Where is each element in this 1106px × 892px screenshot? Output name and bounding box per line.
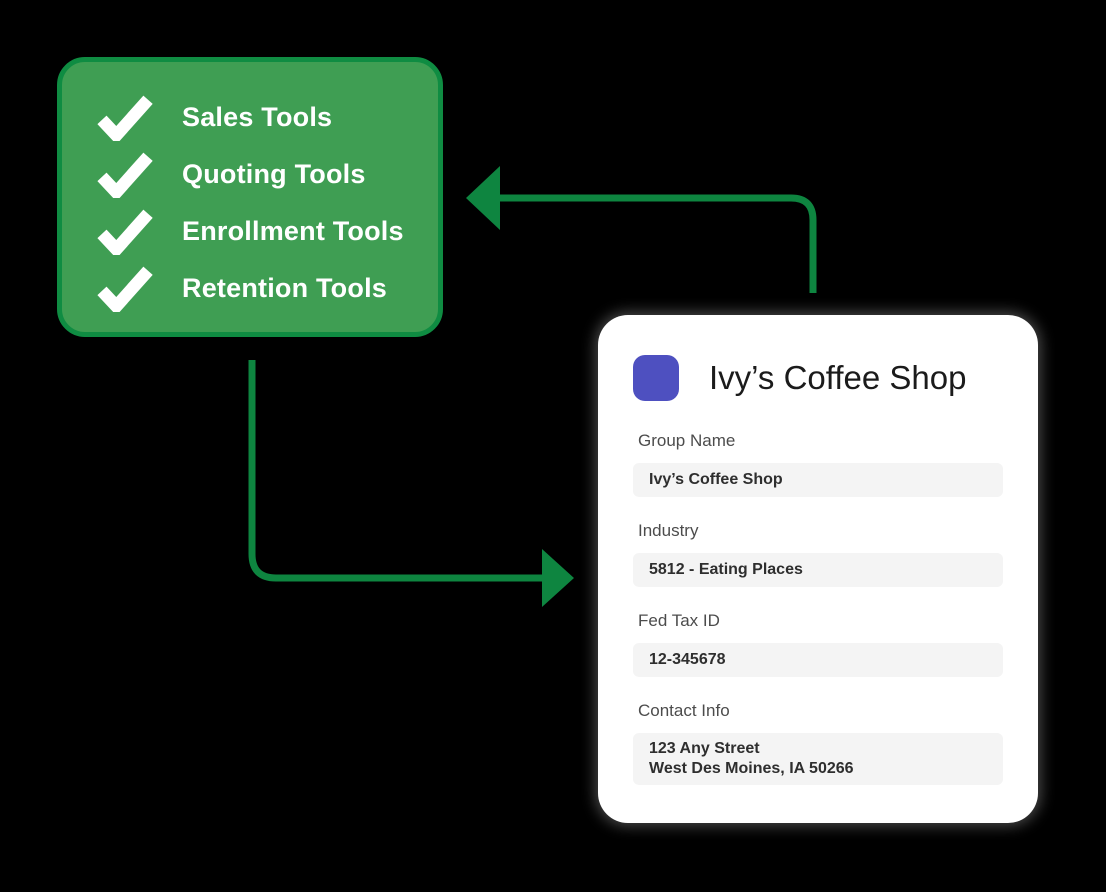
field-value-line: 123 Any Street: [649, 740, 760, 757]
fed-tax-id-field[interactable]: 12-345678: [633, 643, 1003, 677]
group-info-card: Ivy’s Coffee Shop Group Name Ivy’s Coffe…: [598, 315, 1038, 823]
field-label: Group Name: [638, 431, 736, 450]
checkmark-icon: [95, 150, 155, 198]
contact-info-field[interactable]: 123 Any Street West Des Moines, IA 50266: [633, 733, 1003, 785]
field-value-line: West Des Moines, IA 50266: [649, 760, 854, 777]
checklist-item-label: Quoting Tools: [182, 158, 366, 189]
checklist-item-retention: Retention Tools: [95, 264, 418, 312]
field-value: 5812 - Eating Places: [649, 561, 803, 578]
checklist-item-label: Enrollment Tools: [182, 215, 404, 246]
checkmark-icon: [95, 93, 155, 141]
checklist-item-quoting: Quoting Tools: [95, 150, 418, 198]
field-group-group-name: Group Name Ivy’s Coffee Shop: [633, 431, 1003, 497]
field-group-contact-info: Contact Info 123 Any Street West Des Moi…: [633, 701, 1003, 785]
checkmark-icon: [95, 264, 155, 312]
checkmark-icon: [95, 207, 155, 255]
group-name-field[interactable]: Ivy’s Coffee Shop: [633, 463, 1003, 497]
field-group-industry: Industry 5812 - Eating Places: [633, 521, 1003, 587]
company-logo-icon: [633, 355, 679, 401]
arrow-checklist-to-card: [248, 360, 574, 607]
field-group-fed-tax-id: Fed Tax ID 12-345678: [633, 611, 1003, 677]
field-label: Fed Tax ID: [638, 611, 720, 630]
field-label: Industry: [638, 521, 699, 540]
checklist-panel: Sales Tools Quoting Tools Enrollment Too…: [57, 57, 443, 337]
checklist-item-enrollment: Enrollment Tools: [95, 207, 418, 255]
checklist-item-label: Sales Tools: [182, 101, 333, 132]
arrow-card-to-checklist: [466, 166, 817, 293]
checklist-item-sales: Sales Tools: [95, 93, 418, 141]
card-header: Ivy’s Coffee Shop: [633, 355, 1003, 401]
industry-field[interactable]: 5812 - Eating Places: [633, 553, 1003, 587]
field-value: Ivy’s Coffee Shop: [649, 471, 783, 488]
field-label: Contact Info: [638, 701, 730, 720]
card-title: Ivy’s Coffee Shop: [709, 359, 967, 396]
field-value: 12-345678: [649, 651, 726, 668]
checklist-item-label: Retention Tools: [182, 272, 387, 303]
